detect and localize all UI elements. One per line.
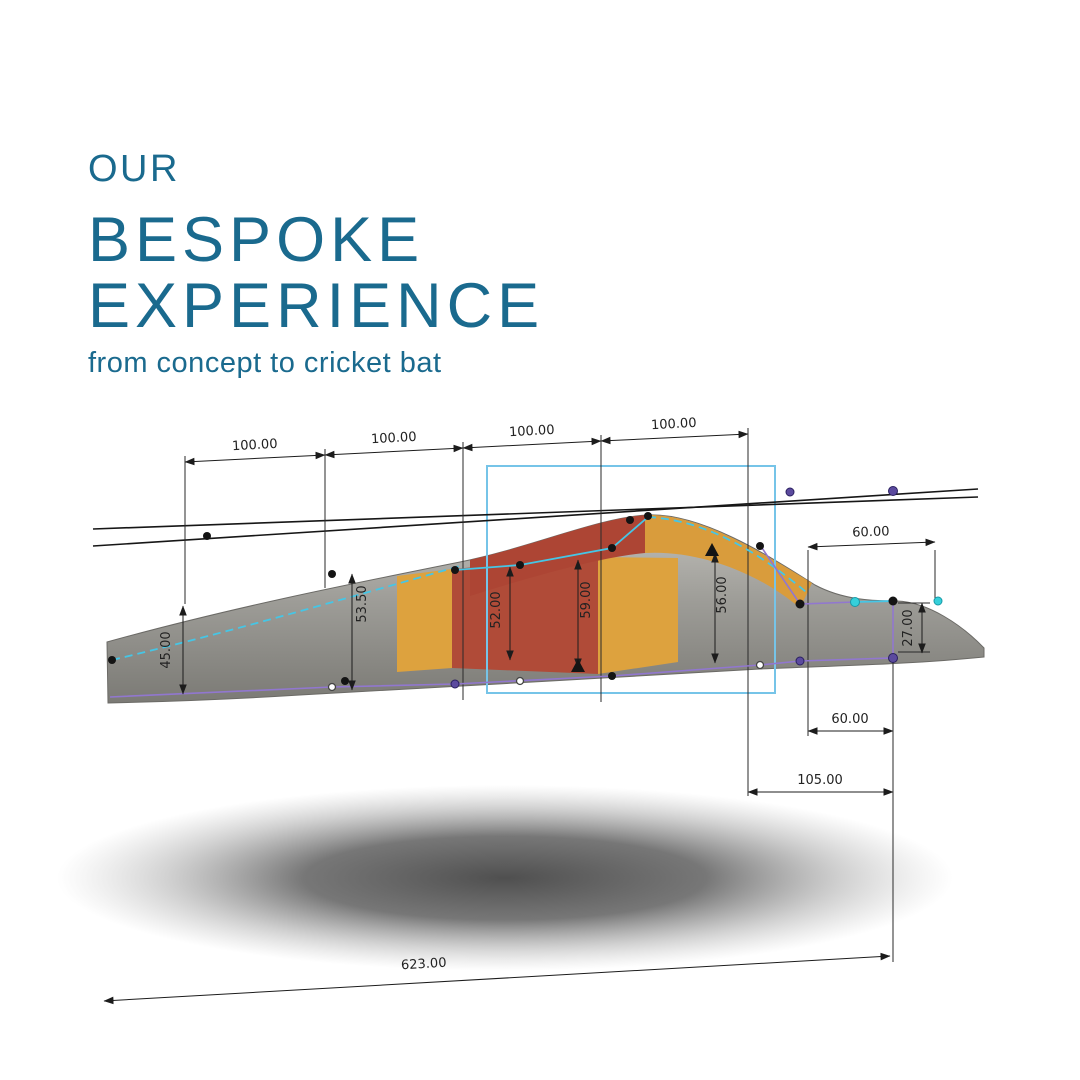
kicker: OUR (88, 148, 180, 190)
drop-shadow (57, 785, 953, 971)
control-points (108, 486, 943, 692)
title-line-1: BESPOKE (88, 205, 425, 275)
dim-top-2: 100.00 (371, 430, 417, 447)
dim-depth-45: 45.00 (159, 631, 174, 668)
dim-top-4: 100.00 (651, 416, 697, 433)
dimension-labels: 100.00 100.00 100.00 100.00 45.00 53.50 … (159, 416, 916, 973)
dim-right-60-lower: 60.00 (831, 712, 868, 727)
dim-overall-623: 623.00 (401, 956, 447, 974)
dim-right-105: 105.00 (797, 773, 843, 788)
dim-depth-52: 52.00 (489, 591, 504, 628)
dim-right-60-top: 60.00 (852, 524, 890, 540)
dim-depth-53: 53.50 (355, 585, 370, 622)
dimension-lines (103, 430, 936, 1005)
dim-depth-59: 59.00 (579, 581, 594, 618)
patch-orange-right (598, 557, 678, 674)
reference-lines (92, 488, 979, 547)
patch-orange-top (645, 514, 812, 608)
dim-right-27: 27.00 (901, 609, 916, 646)
title-line-2: EXPERIENCE (88, 271, 545, 342)
dim-depth-56: 56.00 (715, 576, 730, 613)
dim-top-1: 100.00 (232, 437, 278, 454)
dim-top-3: 100.00 (509, 423, 555, 440)
subtitle: from concept to cricket bat (88, 347, 442, 380)
patch-orange-left (397, 569, 452, 672)
construction-box (486, 465, 776, 694)
extension-lines (184, 428, 936, 962)
bat-body (106, 514, 985, 704)
